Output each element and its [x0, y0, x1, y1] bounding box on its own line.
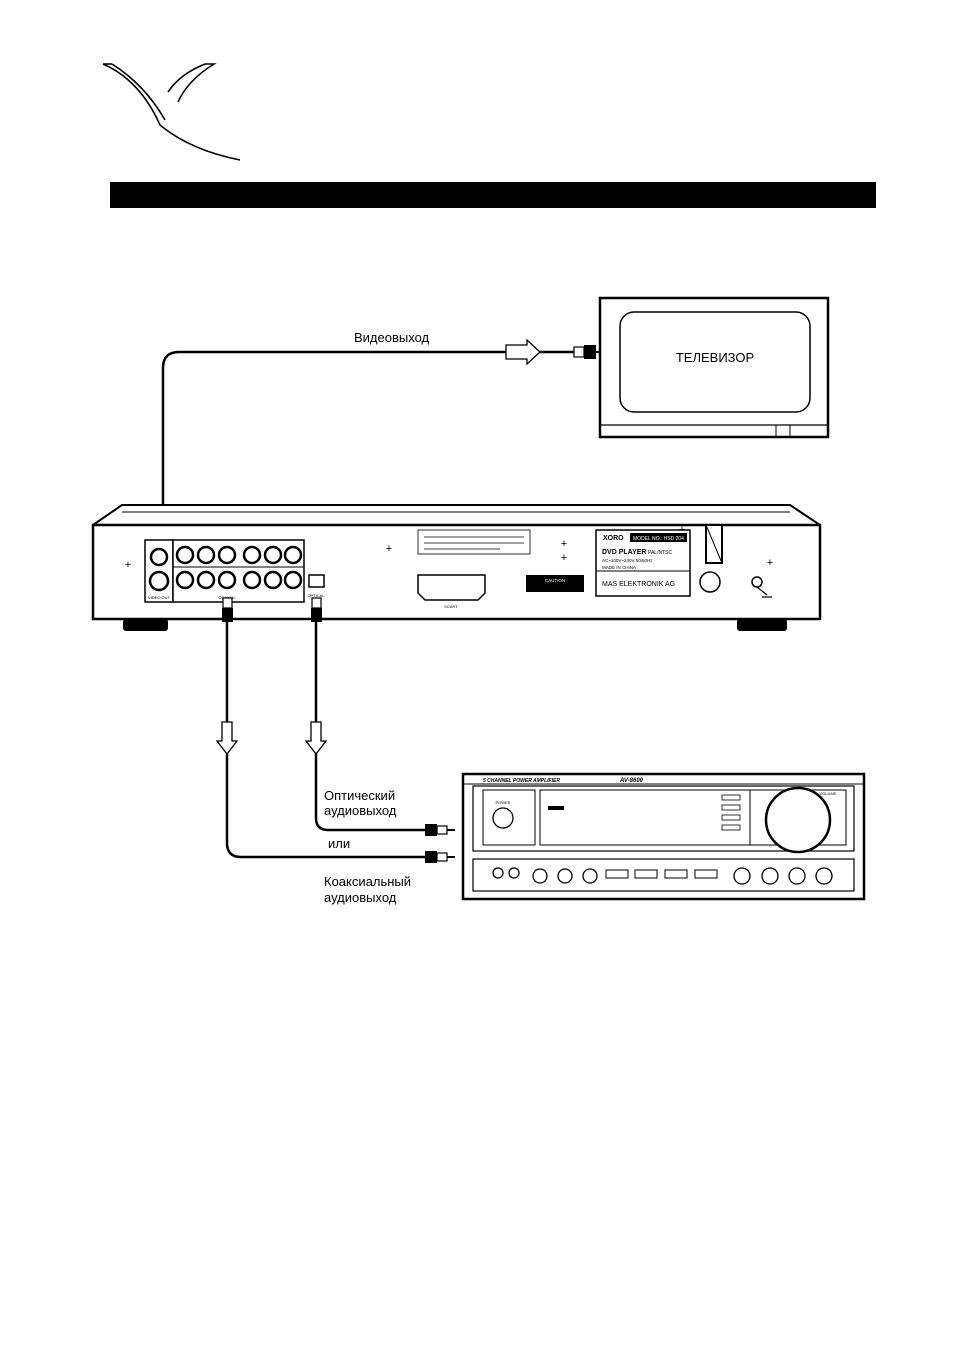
tv — [600, 298, 828, 437]
player-caution: CAUTION — [545, 578, 565, 583]
player-brand: XORO — [603, 535, 624, 542]
xoro-logo — [103, 64, 240, 160]
svg-text:+: + — [561, 538, 567, 550]
svg-text:+: + — [125, 559, 131, 571]
amp-model: AV-8600 — [619, 778, 644, 784]
coax-arrow — [217, 722, 237, 754]
svg-text:+: + — [561, 552, 567, 564]
player-model: MODEL NO.: HSD 204 — [633, 536, 684, 542]
coax-plug-top — [222, 598, 233, 622]
or-label: или — [328, 836, 350, 851]
coax-cable — [227, 622, 425, 857]
optical-plug-end — [425, 824, 455, 836]
svg-text:+: + — [767, 557, 773, 569]
player-manufacturer: MAS ELEKTRONIK AG — [602, 581, 675, 588]
coax-label-1: Коаксиальный — [324, 874, 411, 889]
optical-plug-top — [311, 598, 322, 622]
player-origin: MADE IN CHINA — [602, 565, 636, 570]
amplifier — [463, 774, 864, 899]
video-out-label: Видеовыход — [354, 330, 430, 345]
header-bar — [110, 182, 876, 208]
optical-label-2: аудиовыход — [324, 803, 397, 818]
player-power: AC~100V~240V 50/60Hz — [602, 558, 653, 563]
optical-label-1: Оптический — [324, 788, 395, 803]
video-cable — [163, 352, 575, 525]
dvd-player: + + + + + + — [93, 505, 820, 631]
coax-label-2: аудиовыход — [324, 890, 397, 905]
video-arrow — [506, 340, 540, 364]
amp-volume: VOLUME — [820, 791, 837, 796]
player-system: PAL/NTSC — [648, 550, 672, 556]
tv-label: ТЕЛЕВИЗОР — [676, 350, 754, 365]
player-product: DVD PLAYER — [602, 549, 646, 556]
coax-plug-end — [425, 851, 455, 863]
svg-text:+: + — [386, 543, 392, 555]
player-video-out: VIDEO OUT — [148, 595, 171, 600]
player-optical: OPTICAL — [307, 593, 325, 598]
amp-title: 5 CHANNEL POWER AMPLIFIER — [483, 778, 560, 784]
player-scart: SCART — [444, 604, 458, 609]
optical-arrow — [306, 722, 326, 754]
amp-power: POWER — [495, 800, 510, 805]
video-plug — [574, 345, 600, 359]
